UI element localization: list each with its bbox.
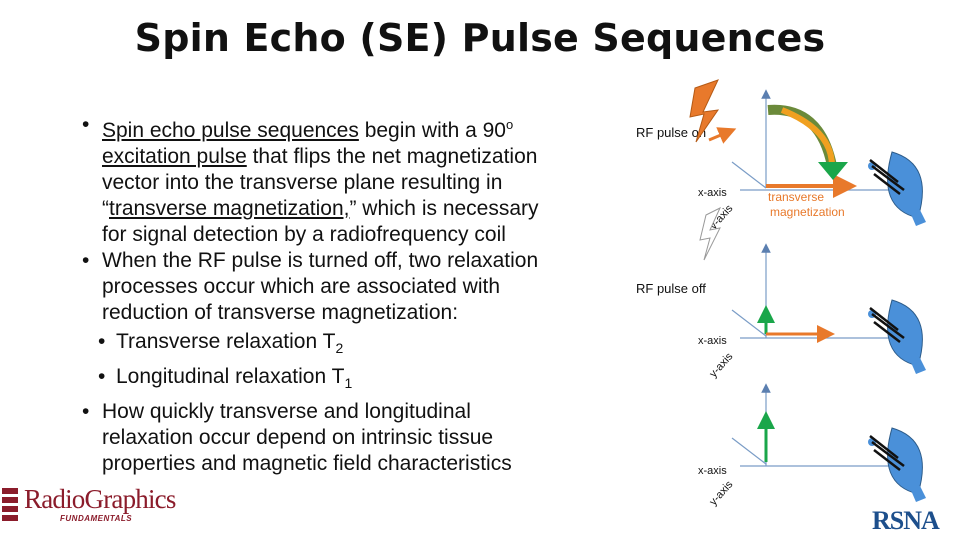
bullet-text: that flips the net magnetization [246, 145, 538, 168]
y-axis-line [731, 161, 767, 189]
bullet-text: for signal detection by a radiofrequency… [102, 223, 506, 246]
bullet-list: • Spin echo pulse sequences begin with a… [82, 112, 622, 477]
bullet-text: How quickly transverse and longitudinal [102, 400, 471, 424]
rf-pulse-off-label: RF pulse off [636, 281, 706, 296]
x-axis-label: x-axis [698, 465, 727, 477]
lightning-outline-icon [699, 206, 722, 261]
bullet-text: ” which is necessary [349, 197, 539, 220]
y-axis-label: y-axis [707, 350, 735, 380]
bullet-text: excitation pulse [102, 145, 247, 168]
satellite-dish-icon [868, 299, 926, 374]
subscript: 2 [335, 340, 344, 357]
rf-pulse-on-label: RF pulse on [636, 125, 706, 140]
bullet-text: begin with a 90 [358, 119, 506, 142]
y-axis-line [731, 437, 767, 465]
bullet-text: Transverse relaxation T [116, 330, 336, 353]
radiographics-logo: RadioGraphics FUNDAMENTALS [2, 484, 202, 526]
bullet-text: properties and magnetic field characteri… [102, 452, 512, 476]
bullet-text: processes occur which are associated wit… [102, 275, 501, 298]
bullet-text: “ [102, 197, 109, 220]
bullet-text: reduction of transverse magnetization: [102, 301, 459, 324]
y-axis-label: y-axis [707, 478, 735, 508]
satellite-dish-icon [868, 427, 926, 502]
transverse-label: transverse [768, 190, 824, 204]
lightning-bolt-icon [689, 79, 720, 143]
rsna-logo: RSNA [872, 506, 940, 535]
bullet-text: Spin echo pulse sequences [102, 119, 359, 142]
spin-echo-diagram: RF pulse on x-axis y-axis transverse mag… [636, 79, 926, 508]
bullet-text: Longitudinal relaxation T [116, 365, 345, 389]
bullet-text: transverse magnetization, [109, 197, 350, 220]
bullet-item-3: • How quickly transverse and longitudina… [82, 400, 512, 476]
bullet-item-2: • When the RF pulse is turned off, two r… [82, 249, 539, 324]
bullet-text: relaxation occur depend on intrinsic tis… [102, 426, 494, 450]
x-axis-label: x-axis [698, 335, 727, 347]
bullet-text: vector into the transverse plane resulti… [102, 171, 503, 194]
sub-bullet-2: • Longitudinal relaxation T1 [98, 365, 353, 392]
x-axis-label: x-axis [698, 187, 727, 199]
subscript: 1 [344, 375, 353, 392]
flip-arc-inner [780, 107, 835, 167]
y-axis-line [731, 309, 767, 337]
magnetization-label: magnetization [770, 205, 845, 219]
sub-bullet-1: • Transverse relaxation T2 [98, 330, 344, 357]
radiographics-logo-subtext: FUNDAMENTALS [60, 514, 133, 523]
satellite-dish-icon [868, 151, 926, 226]
page-title: Spin Echo (SE) Pulse Sequences [134, 16, 826, 60]
radiographics-logo-text: RadioGraphics [24, 484, 176, 514]
bullet-text: When the RF pulse is turned off, two rel… [102, 249, 539, 272]
bullet-item-1: • Spin echo pulse sequences begin with a… [82, 113, 539, 246]
rf-arrow [708, 127, 737, 144]
superscript: o [505, 117, 514, 132]
arrowhead-icon [818, 162, 848, 180]
